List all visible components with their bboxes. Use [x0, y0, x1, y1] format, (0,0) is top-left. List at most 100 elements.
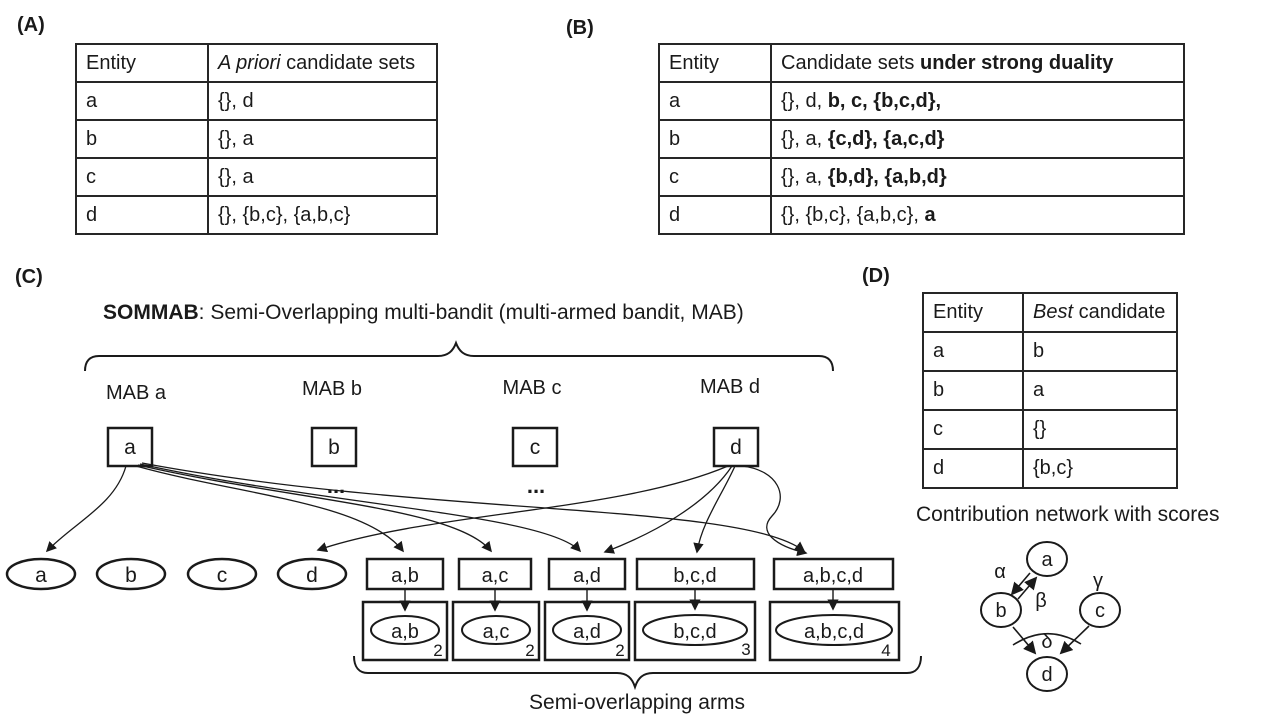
table-row: b {}, a — [75, 119, 438, 159]
arrow-a-to-arm-abcd — [141, 462, 806, 552]
arm-bcd-box-label: b,c,d — [673, 565, 716, 587]
network-node-a-label: a — [1041, 549, 1053, 571]
header-rest-part: candidate — [1073, 301, 1166, 323]
table-strong-duality-candidates: Entity Candidate sets under strong duali… — [658, 43, 1185, 235]
value-bold: {b,d}, {a,b,d} — [827, 165, 947, 188]
sommab-title-rest: : Semi-Overlapping multi-bandit (multi-a… — [198, 301, 744, 324]
mab-b-ellipsis: ... — [327, 473, 345, 498]
panel-c-label: (C) — [15, 266, 43, 288]
value-cell: {}, a, {c,d}, {a,c,d} — [770, 119, 1185, 159]
semi-overlapping-arms-label: Semi-overlapping arms — [529, 691, 745, 714]
bottom-brace — [353, 655, 922, 691]
mab-c-ellipsis: ... — [527, 473, 545, 498]
arm-ad-box-label: a,d — [573, 565, 601, 587]
value-cell: {}, {b,c}, {a,b,c}, a — [770, 195, 1185, 235]
entity-cell: c — [658, 157, 772, 197]
table-row: c {}, a — [75, 157, 438, 197]
value-cell: {}, a — [207, 157, 438, 197]
arm-ac-count: 2 — [525, 641, 534, 660]
arm-a-label: a — [35, 564, 47, 587]
arm-a-ellipse — [5, 557, 77, 591]
value-bold: {c,d}, {a,c,d} — [827, 127, 945, 150]
panel-d-label: (D) — [862, 265, 890, 287]
arm-c-label: c — [217, 564, 228, 587]
value-cell: {} — [1022, 409, 1178, 450]
arm-abcd-inner-label: a,b,c,d — [804, 621, 864, 643]
mab-b-box — [310, 426, 358, 468]
entity-cell: c — [922, 409, 1024, 450]
mab-b-box-label: b — [328, 436, 340, 459]
mab-d-box-label: d — [730, 436, 742, 459]
panel-b-label: (B) — [566, 17, 594, 39]
network-node-c — [1079, 592, 1121, 628]
network-node-b — [980, 592, 1022, 628]
arrow-a-to-arm-ac — [137, 464, 492, 553]
table-row: d {}, {b,c}, {a,b,c}, a — [658, 195, 1185, 235]
arm-b-label: b — [125, 564, 137, 587]
value-plain: {}, d, — [781, 89, 828, 112]
table-row: b a — [922, 370, 1178, 411]
value-plain: {}, {b,c}, {a,b,c}, — [781, 203, 925, 226]
sommab-title-bold: SOMMAB — [103, 301, 199, 324]
edge-label-alpha: α — [994, 561, 1006, 583]
value-plain: {}, a, — [781, 165, 828, 188]
edge-label-beta: β — [1035, 590, 1047, 612]
arm-ab-inner-label: a,b — [391, 621, 419, 643]
value-cell: {b,c} — [1022, 448, 1178, 489]
arrow-d-to-arm-ad — [603, 465, 733, 554]
header-rest-part: candidate sets — [286, 51, 416, 74]
arm-ac-inner-label: a,c — [483, 621, 510, 643]
mab-a-box-label: a — [124, 436, 136, 459]
arm-ab-inner-ellipse — [370, 615, 440, 645]
entity-cell: b — [658, 119, 772, 159]
value-cell: {}, d — [207, 81, 438, 121]
table-header-candidates: Candidate sets under strong duality — [770, 43, 1185, 83]
entity-cell: d — [75, 195, 209, 235]
arm-ab-count: 2 — [433, 641, 442, 660]
value-cell: {}, a, {b,d}, {a,b,d} — [770, 157, 1185, 197]
mab-c-label: MAB c — [503, 377, 562, 399]
network-node-a — [1026, 541, 1068, 577]
table-header-entity: Entity — [658, 43, 772, 83]
table-header-entity: Entity — [75, 43, 209, 83]
value-cell: {}, a — [207, 119, 438, 159]
table-row: a {}, d, b, c, {b,c,d}, — [658, 81, 1185, 121]
arm-ac-inner-ellipse — [461, 615, 531, 645]
arrow-a-to-arm-a — [45, 465, 127, 553]
arrow-d-to-arm-d — [316, 465, 729, 553]
value-cell: {}, {b,c}, {a,b,c} — [207, 195, 438, 235]
header-italic-part: Best — [1033, 301, 1074, 323]
table-a-priori-candidates: Entity A priori candidate sets a {}, d b… — [75, 43, 438, 235]
mab-c-box — [511, 426, 559, 468]
arrow-c-to-d — [1059, 625, 1090, 655]
arrow-b-to-a — [1017, 576, 1038, 600]
arm-ad-inner-label: a,d — [573, 621, 601, 643]
mab-b-label: MAB b — [302, 378, 362, 400]
arrow-d-to-arm-bcd — [693, 465, 736, 554]
table-best-candidate: Entity Best candidate a b b a c {} d {b,… — [922, 292, 1178, 489]
contribution-network-title: Contribution network with scores — [916, 503, 1220, 526]
header-italic-part: A priori — [218, 51, 287, 74]
arm-ad-inner-ellipse — [552, 615, 622, 645]
header-plain-part: Candidate sets — [781, 51, 920, 74]
network-node-d — [1026, 656, 1068, 692]
arm-bcd-inner-label: b,c,d — [673, 621, 716, 643]
entity-cell: a — [75, 81, 209, 121]
mab-a-box — [106, 426, 154, 468]
entity-cell: b — [75, 119, 209, 159]
arm-d-ellipse — [276, 557, 348, 591]
table-row: a {}, d — [75, 81, 438, 121]
mab-a-label: MAB a — [106, 382, 167, 404]
value-plain: {}, a, — [781, 127, 828, 150]
table-row: Entity A priori candidate sets — [75, 43, 438, 83]
arrow-a-to-arm-ab — [135, 465, 404, 553]
value-cell: b — [1022, 331, 1178, 372]
delta-joint-arc — [1012, 633, 1082, 646]
edge-label-gamma: γ — [1093, 570, 1103, 592]
table-row: Entity Best candidate — [922, 292, 1178, 333]
entity-cell: c — [75, 157, 209, 197]
header-bold-part: under strong duality — [919, 51, 1114, 74]
entity-cell: d — [922, 448, 1024, 489]
table-header-entity: Entity — [922, 292, 1024, 333]
